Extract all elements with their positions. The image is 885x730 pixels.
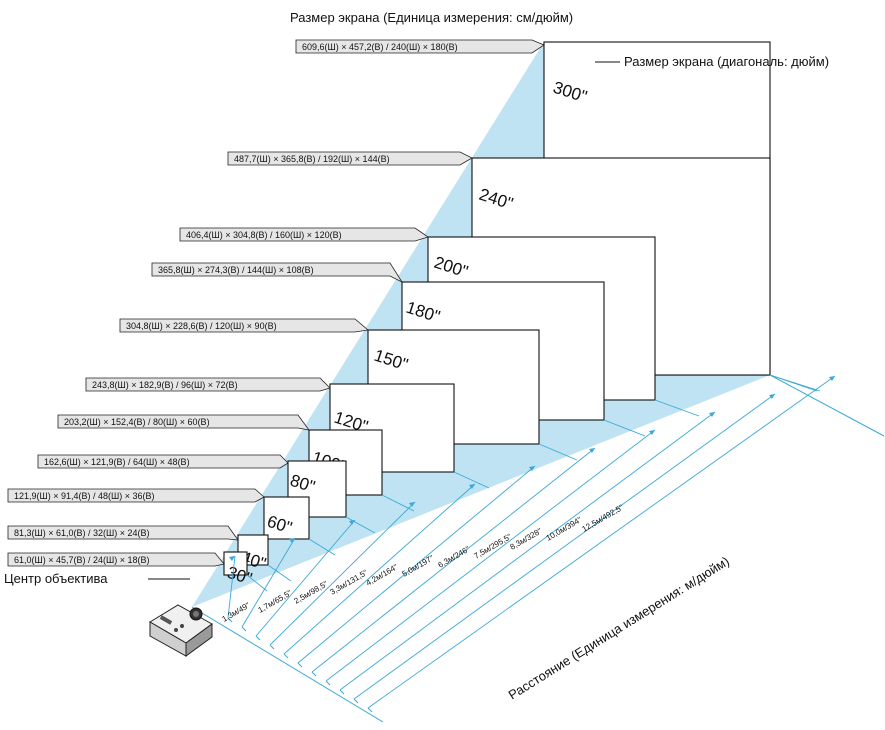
size-tag-text: 487,7(Ш) × 365,8(В) / 192(Ш) × 144(В) (234, 154, 390, 164)
distance-arrowhead (769, 394, 775, 399)
screen-foot-line (603, 419, 646, 437)
screen-size-header: Размер экрана (Единица измерения: см/дюй… (290, 10, 573, 25)
screen-size-tag: 365,8(Ш) × 274,3(В) / 144(Ш) × 108(В) (151, 262, 404, 283)
distance-label: 8,3м/328" (509, 526, 544, 551)
screen-foot-line (453, 471, 490, 489)
distance-line (283, 483, 476, 655)
screen-rect (263, 496, 310, 540)
distance-axis-title: Расстояние (Единица измерения: м/дюйм) (506, 553, 732, 702)
distance-label: 5,0м/197" (401, 553, 436, 578)
distance-label: 6,3м/246" (437, 544, 472, 569)
distance-tick (325, 680, 331, 686)
screen-80-in: 80" (287, 460, 347, 518)
distance-line (297, 465, 536, 664)
size-tag-box (7, 488, 265, 503)
screen-size-tag: 609,6(Ш) × 457,2(В) / 240(Ш) × 180(В) (295, 39, 545, 54)
screen-size-tag: 304,8(Ш) × 228,6(В) / 120(Ш) × 90(В) (119, 318, 369, 333)
screen-foot-line (308, 538, 336, 556)
distance-line (353, 393, 776, 700)
size-tag-text: 243,8(Ш) × 182,9(В) / 96(Ш) × 72(В) (92, 380, 238, 390)
size-tag-box (7, 552, 225, 567)
distance-tick (283, 653, 289, 659)
distance-arrowhead (709, 412, 715, 417)
distance-label: 1,3м/49" (221, 601, 252, 624)
distance-line (227, 555, 236, 619)
floor-baseline (191, 606, 384, 723)
distance-arrowhead (589, 448, 595, 453)
distance-line (339, 411, 716, 691)
distance-label: 3,3м/131,5" (329, 568, 370, 597)
distance-line (241, 537, 296, 628)
distance-label: 12,5м/492,5" (581, 503, 626, 534)
size-tag-text: 61,0(Ш) × 45,7(В) / 24(Ш) × 18(В) (14, 555, 150, 565)
distance-arrowhead (829, 376, 835, 381)
screen-foot-line (267, 564, 292, 582)
distance-arrowhead (289, 538, 295, 543)
distance-label: 1,7м/65,5" (257, 588, 294, 615)
distance-tick (353, 698, 359, 704)
distance-tick (367, 707, 373, 713)
distance-tick (339, 689, 345, 695)
screen-foot-line (538, 443, 578, 461)
screen-size-tag: 406,4(Ш) × 304,8(В) / 160(Ш) × 120(В) (179, 227, 429, 242)
screen-size-tag: 121,9(Ш) × 91,4(В) / 48(Ш) × 36(В) (7, 488, 265, 503)
screen-size-tag: 162,6(Ш) × 121,9(В) / 64(Ш) × 48(В) (37, 454, 289, 469)
size-tag-box (295, 39, 545, 54)
size-tag-text: 365,8(Ш) × 274,3(В) / 144(Ш) × 108(В) (158, 265, 314, 275)
distance-tick (297, 662, 303, 668)
size-tag-box (85, 377, 331, 392)
distance-label: 4,2м/164" (365, 562, 400, 587)
screen-foot-line (345, 516, 376, 534)
size-tag-box (37, 454, 289, 469)
size-tag-box (119, 318, 369, 333)
far-floor-line (769, 374, 885, 437)
screen-size-tag: 61,0(Ш) × 45,7(В) / 24(Ш) × 18(В) (7, 552, 225, 567)
size-tag-text: 162,6(Ш) × 121,9(В) / 64(Ш) × 48(В) (44, 457, 190, 467)
distance-arrowhead (649, 430, 655, 435)
screen-rect (237, 534, 269, 566)
distance-tick (241, 626, 247, 632)
size-tag-box (179, 227, 429, 242)
size-tag-text: 304,8(Ш) × 228,6(В) / 120(Ш) × 90(В) (126, 321, 277, 331)
size-tag-text: 81,3(Ш) × 61,0(В) / 32(Ш) × 24(В) (14, 528, 150, 538)
screen-size-tag: 203,2(Ш) × 152,4(В) / 80(Ш) × 60(В) (57, 414, 310, 431)
distance-tick (255, 635, 261, 641)
distance-tick (269, 644, 275, 650)
distance-tick (311, 671, 317, 677)
distance-arrowhead (529, 466, 535, 471)
distance-line (311, 447, 596, 673)
distance-arrowhead (469, 484, 475, 489)
lens-center-label: Центр объектива (4, 571, 108, 586)
screen-size-tag: 81,3(Ш) × 61,0(В) / 32(Ш) × 24(В) (7, 525, 239, 541)
distance-line (255, 519, 356, 637)
screen-foot-line (381, 494, 415, 512)
distance-arrowhead (229, 556, 235, 561)
size-tag-text: 203,2(Ш) × 152,4(В) / 80(Ш) × 60(В) (64, 417, 210, 427)
size-tag-text: 406,4(Ш) × 304,8(В) / 160(Ш) × 120(В) (186, 230, 342, 240)
screen-60-in: 60" (263, 496, 310, 540)
size-tag-box (57, 414, 310, 431)
screen-foot-line (769, 374, 821, 392)
size-tag-text: 609,6(Ш) × 457,2(В) / 240(Ш) × 180(В) (302, 42, 458, 52)
projector-icon (149, 604, 213, 657)
screen-size-tag: 243,8(Ш) × 182,9(В) / 96(Ш) × 72(В) (85, 377, 331, 392)
size-tag-box (227, 151, 473, 166)
size-tag-box (151, 262, 404, 283)
distance-tick (227, 617, 233, 623)
size-tag-box (7, 525, 239, 541)
distance-label: 7,5м/295,5" (473, 532, 514, 561)
distance-line (325, 429, 656, 682)
distance-line (367, 375, 836, 709)
distance-arrowhead (409, 502, 415, 507)
screen-size-tag: 487,7(Ш) × 365,8(В) / 192(Ш) × 144(В) (227, 151, 473, 166)
size-tag-text: 121,9(Ш) × 91,4(В) / 48(Ш) × 36(В) (14, 491, 155, 501)
screen-foot-line (654, 399, 700, 417)
screen-foot-line (246, 574, 268, 592)
distance-line (269, 501, 416, 646)
distance-label: 10,0м/394" (545, 515, 584, 543)
diagonal-header: Размер экрана (диагональ: дюйм) (624, 54, 829, 69)
